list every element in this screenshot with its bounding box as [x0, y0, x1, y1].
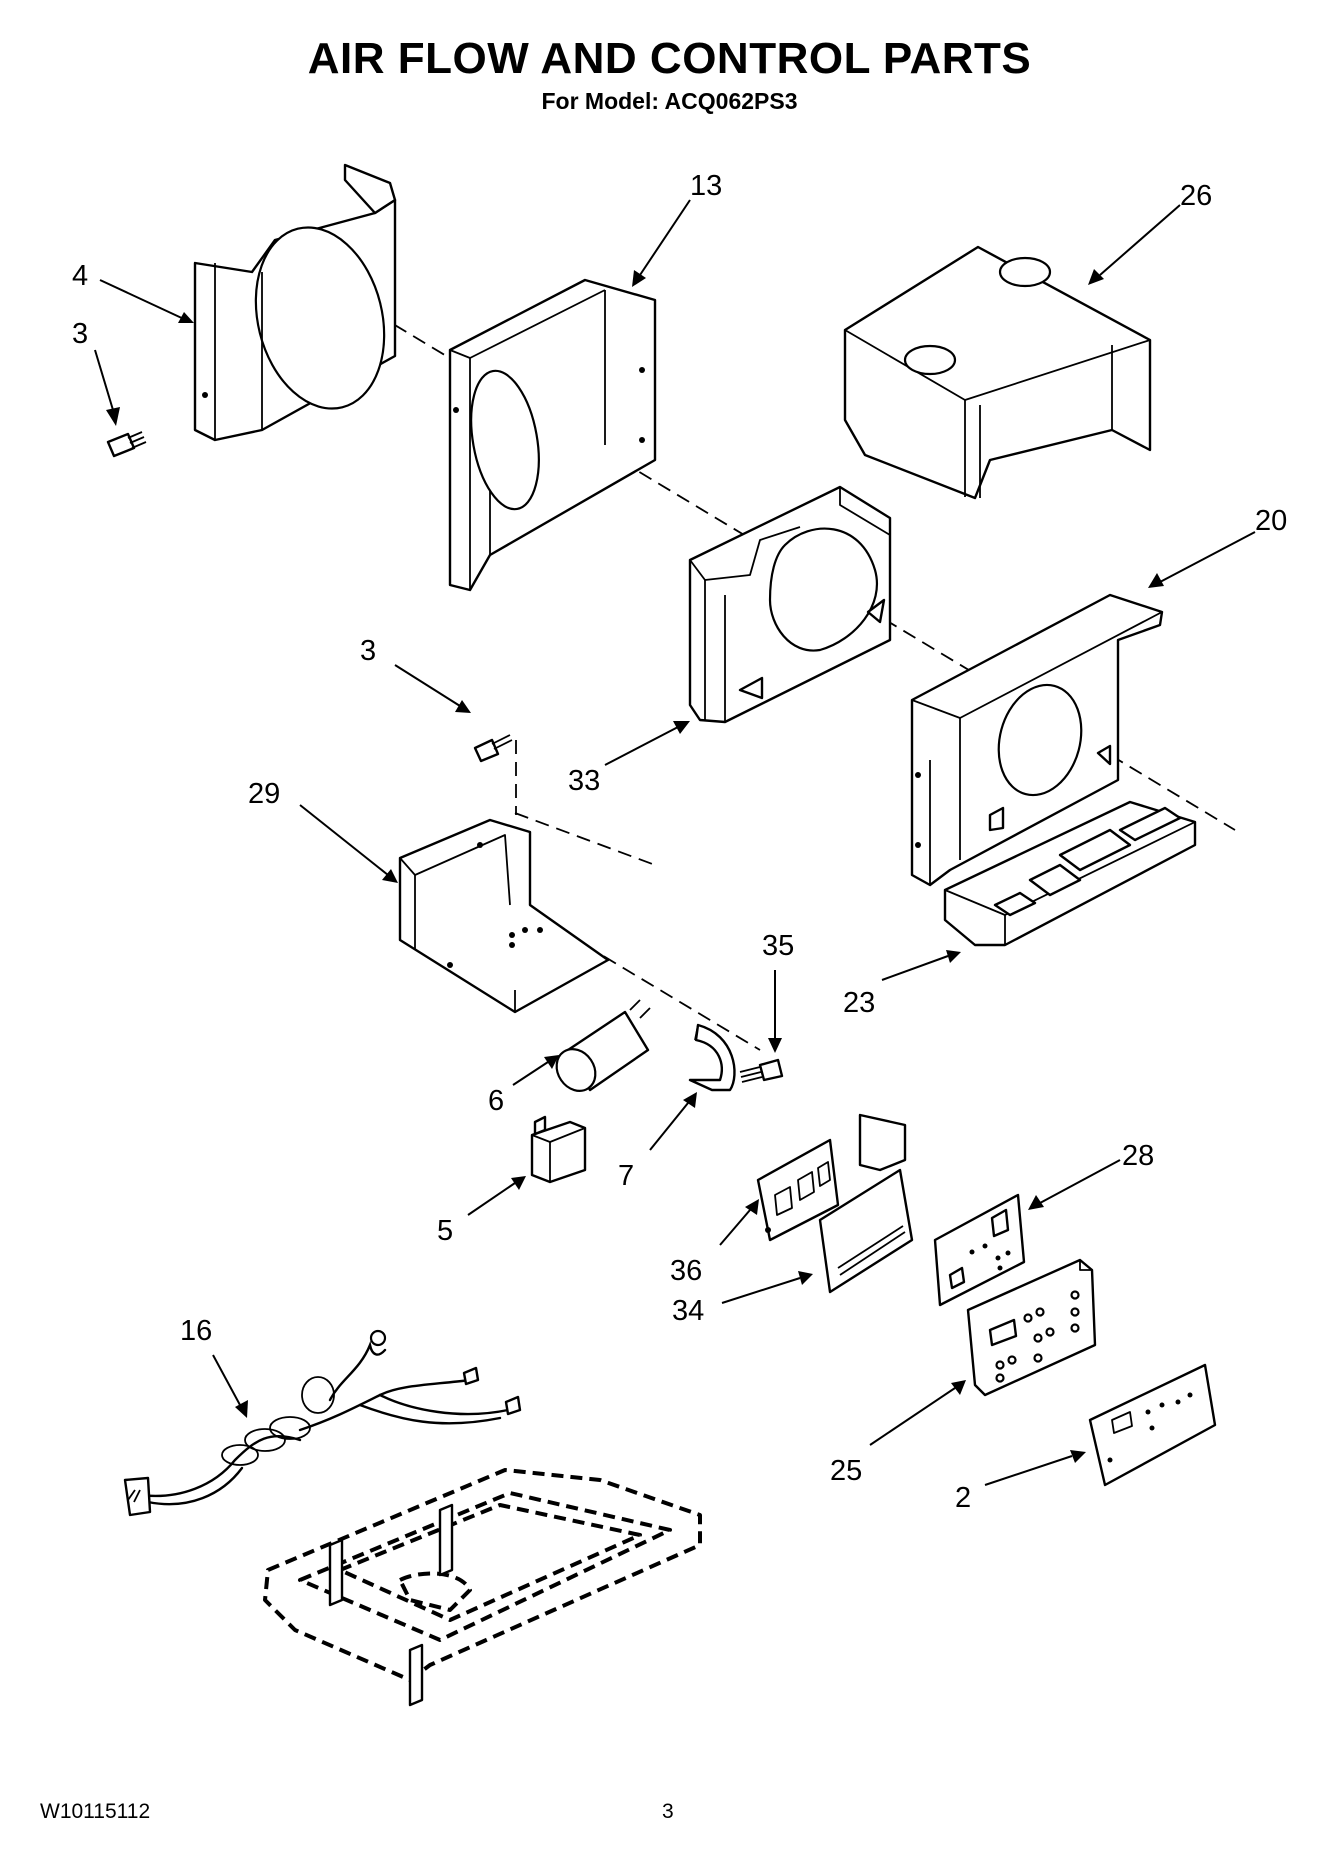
callout-28: 28: [1122, 1140, 1154, 1172]
part-7-capacitor-strap: [688, 1023, 736, 1092]
callout-6: 6: [488, 1085, 504, 1117]
part-26-top-cover: [843, 245, 1152, 500]
page-title: AIR FLOW AND CONTROL PARTS: [307, 34, 1032, 83]
callout-7: 7: [618, 1160, 634, 1192]
part-3-screw-top: [106, 431, 147, 458]
document-number: W10115112: [40, 1800, 151, 1823]
callout-33: 33: [568, 765, 600, 797]
callout-29: 29: [248, 778, 280, 810]
callout-5: 5: [437, 1215, 453, 1247]
part-23-control-bracket: [943, 800, 1197, 947]
callout-23: 23: [843, 987, 875, 1019]
callout-34: 34: [672, 1295, 704, 1327]
callout-2: 2: [955, 1482, 971, 1514]
part-16-power-cord: [123, 1329, 522, 1517]
panel-buttons: [995, 1290, 1080, 1383]
callout-36: 36: [670, 1255, 702, 1287]
part-3-screw-middle: [473, 734, 513, 763]
part-20-mounting-plate: [910, 593, 1164, 887]
part-25-control-panel: [966, 1258, 1097, 1397]
callout-13: 13: [690, 170, 722, 202]
callout-3-middle: 3: [360, 635, 376, 667]
part-33-blower-housing: [688, 485, 892, 724]
part-4-fan-shroud: [193, 163, 397, 442]
callout-3-top: 3: [72, 318, 88, 350]
part-29-cover-plate: [398, 818, 610, 1014]
part-2-overlay: [1088, 1363, 1217, 1487]
part-28-display-board: [933, 1193, 1026, 1307]
leader-lines: [94, 199, 1256, 1486]
part-5-transformer: [530, 1115, 587, 1184]
callout-16: 16: [180, 1315, 212, 1347]
callout-20: 20: [1255, 505, 1287, 537]
callout-4: 4: [72, 260, 88, 292]
part-35-screw: [739, 1058, 784, 1083]
callout-26: 26: [1180, 180, 1212, 212]
part-36-relay-board: [756, 1138, 840, 1242]
part-13-scroll-plate: [448, 278, 657, 592]
callout-labels: 4 3 13 26 20 33 3 29 35 23 6 7 5 28 36 3…: [72, 170, 1287, 1514]
base-pan-reference: [263, 1468, 702, 1707]
part-6-capacitor: [555, 999, 651, 1092]
page-number: 3: [662, 1800, 674, 1823]
part-34-control-board: [818, 1113, 914, 1294]
model-subtitle: For Model: ACQ062PS3: [541, 88, 798, 114]
callout-35: 35: [762, 930, 794, 962]
callout-25: 25: [830, 1455, 862, 1487]
